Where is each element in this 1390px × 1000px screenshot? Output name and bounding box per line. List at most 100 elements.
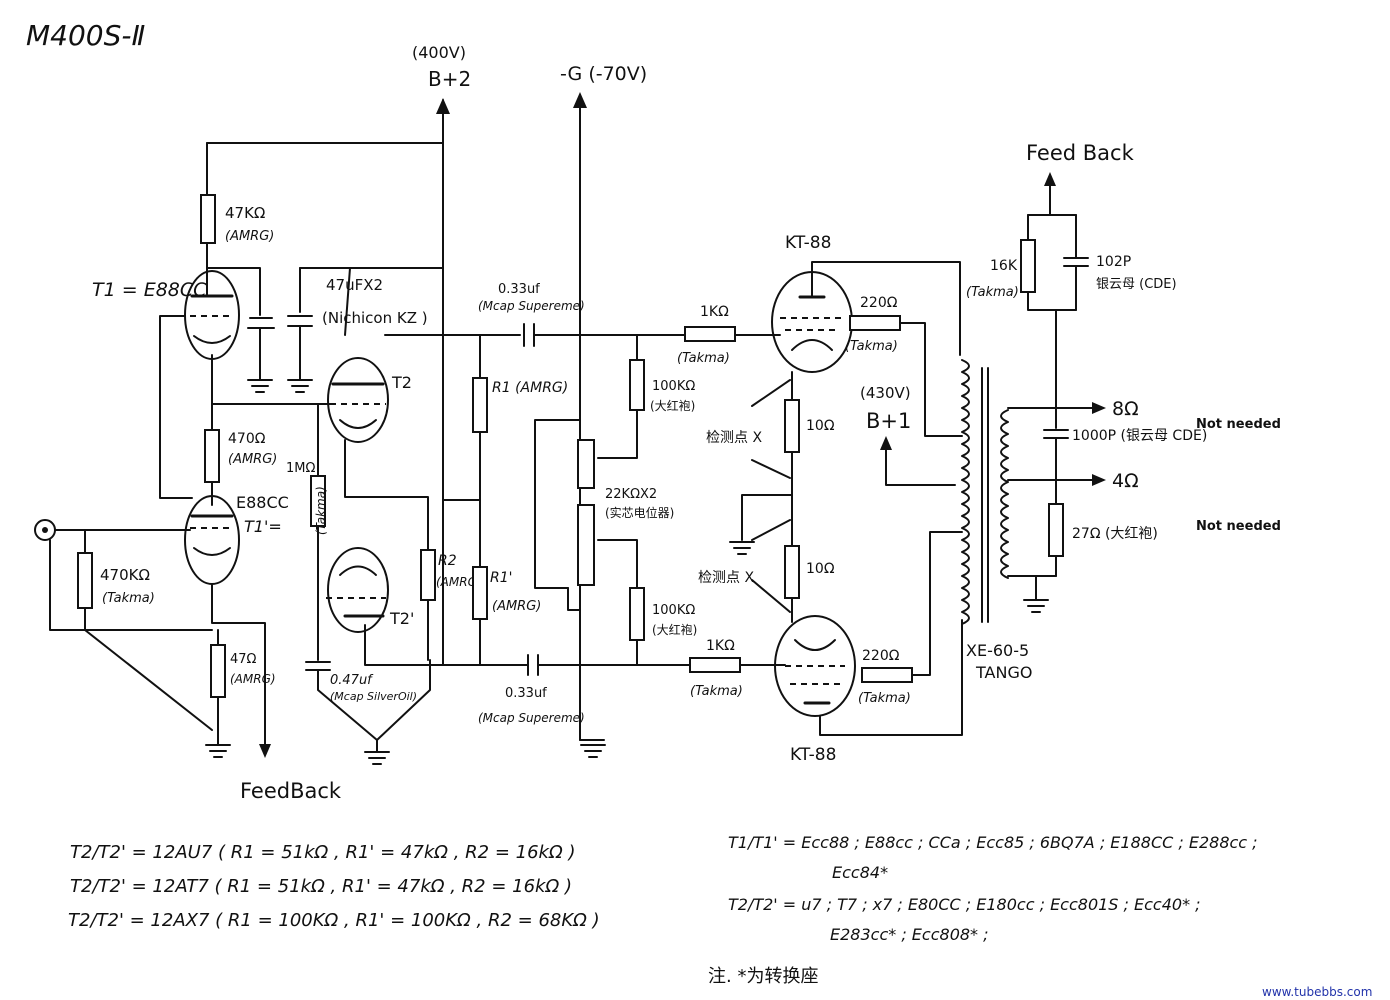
capacitor-033-bottom-type: (Mcap Supereme) — [478, 711, 585, 725]
resistor-100k-bottom-value: 100KΩ — [652, 603, 695, 618]
watermark: www.tubebbs.com — [1262, 985, 1372, 999]
resistor-1k-top-value: 1KΩ — [700, 304, 729, 320]
transformer-model: XE-60-5 — [966, 641, 1029, 660]
resistor-16k-value: 16K — [990, 258, 1018, 274]
resistor-1m-value: 1MΩ — [286, 461, 315, 476]
resistor-100k-bottom-type: (大红袍) — [652, 622, 697, 637]
test-point-top: 检测点 X — [706, 430, 762, 446]
b2-supply: (400V) B+2 — [206, 43, 471, 666]
capacitor-033-bottom-value: 0.33uf — [505, 686, 547, 701]
output-8-arrow-icon — [1092, 402, 1106, 414]
resistor-16k — [1020, 239, 1036, 293]
tube-kt88-bottom-envelope — [774, 615, 856, 717]
ground-icon — [729, 541, 755, 555]
b2-label: B+2 — [428, 67, 471, 91]
tube-t1-cathode — [193, 335, 231, 344]
wire — [1007, 555, 1057, 577]
wire — [751, 379, 791, 479]
g-supply: -G (-70V) — [560, 63, 647, 741]
wire — [811, 261, 961, 356]
resistor-10-bottom-value: 10Ω — [806, 561, 835, 577]
resistor-220-bottom-value: 220Ω — [862, 648, 900, 664]
note-12ax7: T2/T2' = 12AX7 ( R1 = 100KΩ , R1' = 100K… — [68, 910, 600, 931]
resistor-r1 — [472, 377, 488, 433]
capacitor-102p — [1063, 214, 1089, 311]
wire — [84, 607, 213, 731]
resistor-47k-type: (AMRG) — [225, 229, 274, 244]
b1-arrow-icon — [880, 436, 892, 450]
not-needed-label-1: Not needed — [1196, 417, 1281, 432]
b1-voltage-label: (430V) — [860, 384, 911, 402]
capacitor-102p-type: 银云母 (CDE) — [1096, 277, 1177, 292]
resistor-r2-label: R2 — [438, 553, 457, 569]
ground-icon — [1023, 599, 1049, 613]
wire — [364, 624, 481, 666]
r1-network: R1 (AMRG) R1' (AMRG) — [384, 334, 568, 666]
transformer-secondary — [1000, 409, 1009, 579]
resistor-470-value: 470Ω — [228, 431, 266, 447]
note-12at7: T2/T2' = 12AT7 ( R1 = 51kΩ , R1' = 47kΩ … — [70, 876, 572, 897]
tube-t1p-envelope — [184, 495, 240, 585]
tube-kt88-bottom-label: KT-88 — [790, 745, 836, 765]
wire — [159, 315, 193, 499]
potentiometer-bottom — [577, 504, 595, 586]
capacitor-47u-type: (Nichicon KZ ) — [322, 309, 428, 327]
resistor-r1p-type: (AMRG) — [492, 599, 541, 614]
resistor-220-bottom-type: (Takma) — [858, 691, 911, 706]
wire — [344, 439, 429, 551]
output-8-label: 8Ω — [1112, 398, 1139, 420]
resistor-220-top — [849, 315, 901, 331]
tube-kt88-top-cathode — [791, 339, 833, 351]
resistor-100k-bottom — [629, 587, 645, 641]
resistor-47 — [210, 644, 226, 698]
resistor-16k-type: (Takma) — [966, 285, 1019, 300]
transformer-primary — [961, 359, 970, 625]
b2-arrow-icon — [436, 98, 450, 114]
wire — [885, 439, 956, 486]
tube-t2-envelope — [327, 357, 389, 443]
bypass-capacitor — [247, 317, 275, 329]
feedback-bottom-label: FeedBack — [240, 779, 342, 803]
wire — [534, 419, 581, 589]
t2-stage: T2 R2 (AMRG) 1MΩ (Takma) 0.47uf (Mcap Si… — [286, 267, 482, 765]
wire — [751, 519, 791, 613]
capacitor-033-top-value: 0.33uf — [498, 282, 540, 297]
wire — [899, 322, 963, 437]
resistor-47-value: 47Ω — [230, 652, 257, 667]
note-12au7: T2/T2' = 12AU7 ( R1 = 51kΩ , R1' = 47kΩ … — [70, 842, 575, 863]
resistor-27-value: 27Ω (大红袍) — [1072, 526, 1158, 542]
resistor-1m-type: (Takma) — [314, 486, 328, 535]
wire — [819, 619, 963, 736]
note-t2-list: T2/T2' = u7 ; T7 ; x7 ; E80CC ; E180cc ;… — [728, 895, 1201, 914]
capacitor-1000p-value: 1000P (银云母 CDE) — [1072, 428, 1207, 444]
b2-voltage-label: (400V) — [412, 43, 466, 62]
ground-icon — [247, 379, 273, 393]
ground-icon — [205, 744, 231, 758]
output-stage: 1KΩ (Takma) 1KΩ (Takma) KT-88 220Ω (Takm… — [677, 233, 963, 765]
resistor-100k-top-value: 100KΩ — [652, 379, 695, 394]
resistor-1k-bottom-type: (Takma) — [690, 684, 743, 699]
wire — [567, 587, 581, 611]
resistor-10-top — [784, 399, 800, 453]
t1p-stage: E88CC T1'= 470KΩ (Takma) 47Ω (AMRG) Feed… — [34, 493, 342, 803]
resistor-470k-type: (Takma) — [102, 591, 155, 606]
test-point-bottom: 检测点 X — [698, 570, 754, 586]
b1-label: B+1 — [866, 409, 911, 433]
capacitor-47u-value: 47uFX2 — [326, 276, 383, 294]
tube-kt88-bottom-cathode — [794, 639, 836, 651]
feedback-arrow-icon — [259, 744, 271, 758]
tube-t2-label: T2 — [391, 373, 412, 392]
wire — [911, 531, 963, 676]
notes-right: T1/T1' = Ecc88 ; E88cc ; CCa ; Ecc85 ; 6… — [708, 833, 1258, 987]
resistor-r2-type: (AMRG) — [436, 575, 482, 589]
output-4-arrow-icon — [1092, 474, 1106, 486]
resistor-1k-top — [684, 326, 736, 342]
resistor-1k-top-type: (Takma) — [677, 351, 730, 366]
coupling-network: 0.33uf (Mcap Supereme) 0.33uf (Mcap Supe… — [478, 282, 697, 758]
resistor-470k-value: 470KΩ — [100, 566, 150, 584]
schematic-title: M400S-Ⅱ — [26, 19, 145, 52]
capacitor-1000p — [1043, 429, 1069, 439]
note-t2-list-cont: E283cc* ; Ecc808* ; — [830, 925, 989, 944]
footnote: 注. *为转换座 — [708, 966, 818, 987]
